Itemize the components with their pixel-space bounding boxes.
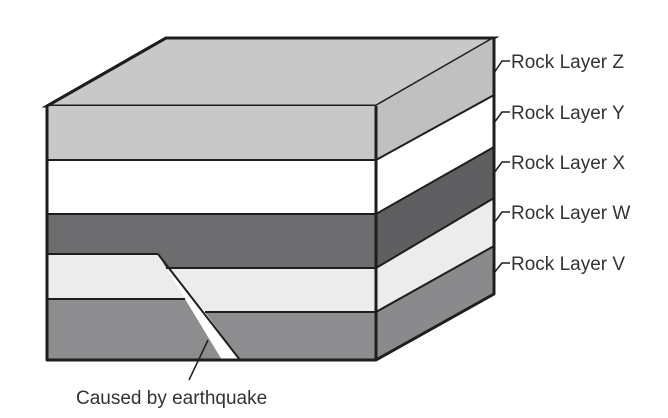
caption-leader <box>188 339 209 381</box>
front-layer-w-left <box>47 254 185 299</box>
fault-line <box>157 253 241 361</box>
block-outline <box>45 36 496 362</box>
caption-earthquake: Caused by earthquake <box>76 388 267 409</box>
front-layer-x <box>47 214 376 254</box>
front-layer-x-fill <box>158 254 376 268</box>
label-layer-x: Rock Layer X <box>511 153 625 174</box>
front-layer-y <box>47 160 376 214</box>
front-layer-w-right <box>166 268 376 312</box>
side-layer-z <box>376 38 494 160</box>
label-layer-y: Rock Layer Y <box>511 103 625 124</box>
label-layer-v: Rock Layer V <box>511 254 625 275</box>
label-layer-z: Rock Layer Z <box>511 52 624 73</box>
label-layer-w: Rock Layer W <box>511 203 630 224</box>
front-layer-v-left <box>47 299 222 360</box>
side-layer-x <box>376 147 494 268</box>
side-layer-v <box>376 246 494 360</box>
leader-v <box>493 262 510 274</box>
boundary-yx-side <box>375 146 495 215</box>
boundary-wv-side <box>375 245 495 313</box>
boundary-xw-side <box>375 197 495 269</box>
front-layer-z <box>47 106 376 160</box>
leader-y <box>493 111 510 124</box>
leader-w <box>493 211 510 224</box>
leader-x <box>493 161 510 174</box>
side-layer-y <box>376 95 494 214</box>
front-layer-v-right <box>205 312 376 360</box>
boundary-zy-side <box>375 94 495 161</box>
side-layer-w <box>376 198 494 312</box>
leader-z <box>493 60 510 74</box>
